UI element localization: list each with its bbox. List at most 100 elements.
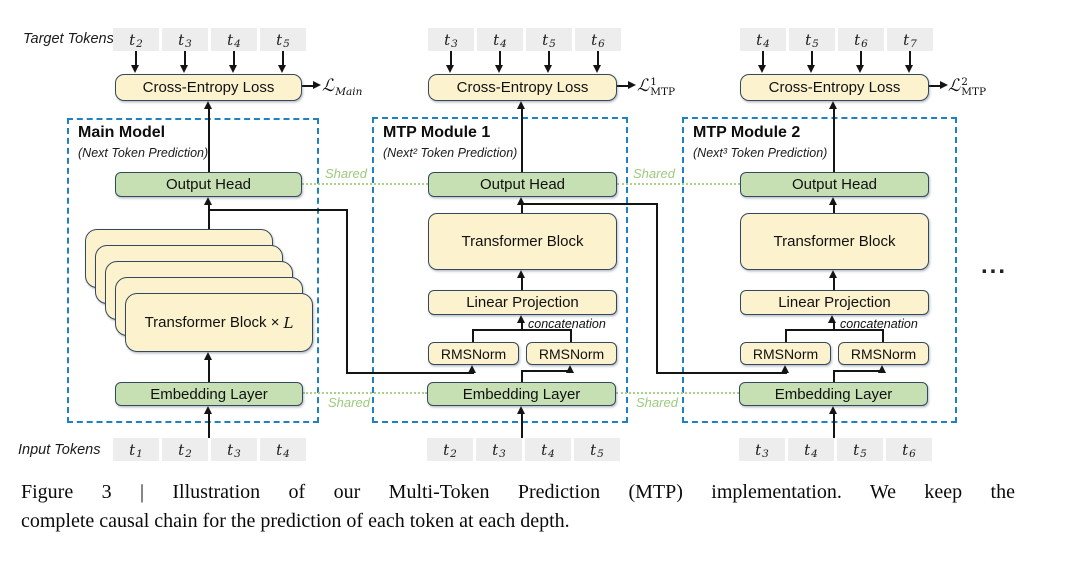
module-subtitle: (Next Token Prediction) (78, 146, 209, 160)
flow-line (346, 372, 474, 374)
target-tokens-label: Target Tokens (23, 31, 114, 47)
flow-line (472, 329, 572, 331)
shared-label: Shared (328, 395, 370, 410)
arrow-down-icon (278, 65, 286, 73)
flow-line (860, 50, 862, 66)
flow-line (521, 413, 523, 438)
flow-line (302, 85, 313, 87)
embedding-layer-box: Embedding Layer (739, 382, 928, 406)
rmsnorm-box: RMSNorm (838, 342, 929, 365)
arrow-up-icon (829, 406, 837, 414)
caption-line-1: Figure 3 | Illustration of our Multi-Tok… (21, 481, 1015, 503)
shared-label: Shared (325, 166, 367, 181)
flow-line (656, 372, 787, 374)
flow-line (521, 322, 523, 330)
arrow-down-icon (544, 65, 552, 73)
arrow-down-icon (180, 65, 188, 73)
shared-dotted-line-output-head-1 (302, 183, 428, 185)
arrow-up-icon (204, 101, 212, 109)
output-head-box: Output Head (740, 172, 929, 197)
output-head-box: Output Head (428, 172, 617, 197)
rmsnorm-box: RMSNorm (526, 342, 617, 365)
output-head-box: Output Head (115, 172, 302, 197)
flow-line (450, 50, 452, 66)
module-subtitle: (Next³ Token Prediction) (693, 146, 828, 160)
flow-line (522, 203, 658, 205)
flow-line (346, 209, 348, 374)
flow-line (785, 329, 884, 331)
arrow-up-icon (468, 365, 476, 373)
arrow-down-icon (229, 65, 237, 73)
embedding-layer-box: Embedding Layer (115, 382, 303, 406)
cross-entropy-loss-box: Cross-Entropy Loss (740, 74, 929, 101)
arrow-down-icon (131, 65, 139, 73)
arrow-down-icon (905, 65, 913, 73)
flow-line (208, 108, 210, 172)
flow-line (521, 204, 523, 213)
arrow-down-icon (446, 65, 454, 73)
flow-line (184, 50, 186, 66)
arrow-up-icon (517, 197, 525, 205)
arrow-up-icon (828, 315, 836, 323)
flow-line (656, 203, 658, 374)
linear-projection-box: Linear Projection (428, 290, 617, 315)
arrow-up-icon (517, 101, 525, 109)
flow-line (833, 277, 835, 290)
flow-line (833, 204, 835, 213)
cross-entropy-loss-box: Cross-Entropy Loss (428, 74, 617, 101)
arrow-up-icon (878, 365, 886, 373)
shared-label: Shared (633, 166, 675, 181)
flow-line (929, 85, 940, 87)
flow-line (521, 108, 523, 172)
arrow-right-icon (940, 81, 948, 89)
concatenation-label: concatenation (840, 317, 918, 331)
transformer-block-box: Transformer Block (428, 213, 617, 270)
transformer-stack-front: Transformer Block ×L (125, 293, 313, 352)
module-title: MTP Module 1 (383, 124, 491, 141)
embedding-layer-box: Embedding Layer (427, 382, 616, 406)
arrow-up-icon (829, 270, 837, 278)
rmsnorm-box: RMSNorm (428, 342, 519, 365)
flow-line (833, 108, 835, 172)
flow-line (833, 370, 884, 372)
linear-projection-box: Linear Projection (740, 290, 929, 315)
flow-line (548, 50, 550, 66)
flow-line (811, 50, 813, 66)
flow-line (617, 85, 628, 87)
flow-line (208, 359, 210, 382)
flow-line (521, 277, 523, 290)
mtp-module-1-frame (372, 117, 628, 423)
flow-line (570, 330, 572, 342)
flow-line (208, 204, 210, 229)
flow-line (833, 371, 835, 382)
ellipsis: ... (981, 252, 1008, 279)
module-title: MTP Module 2 (693, 124, 801, 141)
mtp-module-2-frame (682, 117, 957, 423)
arrow-down-icon (593, 65, 601, 73)
flow-line (499, 50, 501, 66)
transformer-block-box: Transformer Block (740, 213, 929, 270)
arrow-up-icon (204, 352, 212, 360)
shared-dotted-line-embedding-2 (616, 392, 739, 394)
